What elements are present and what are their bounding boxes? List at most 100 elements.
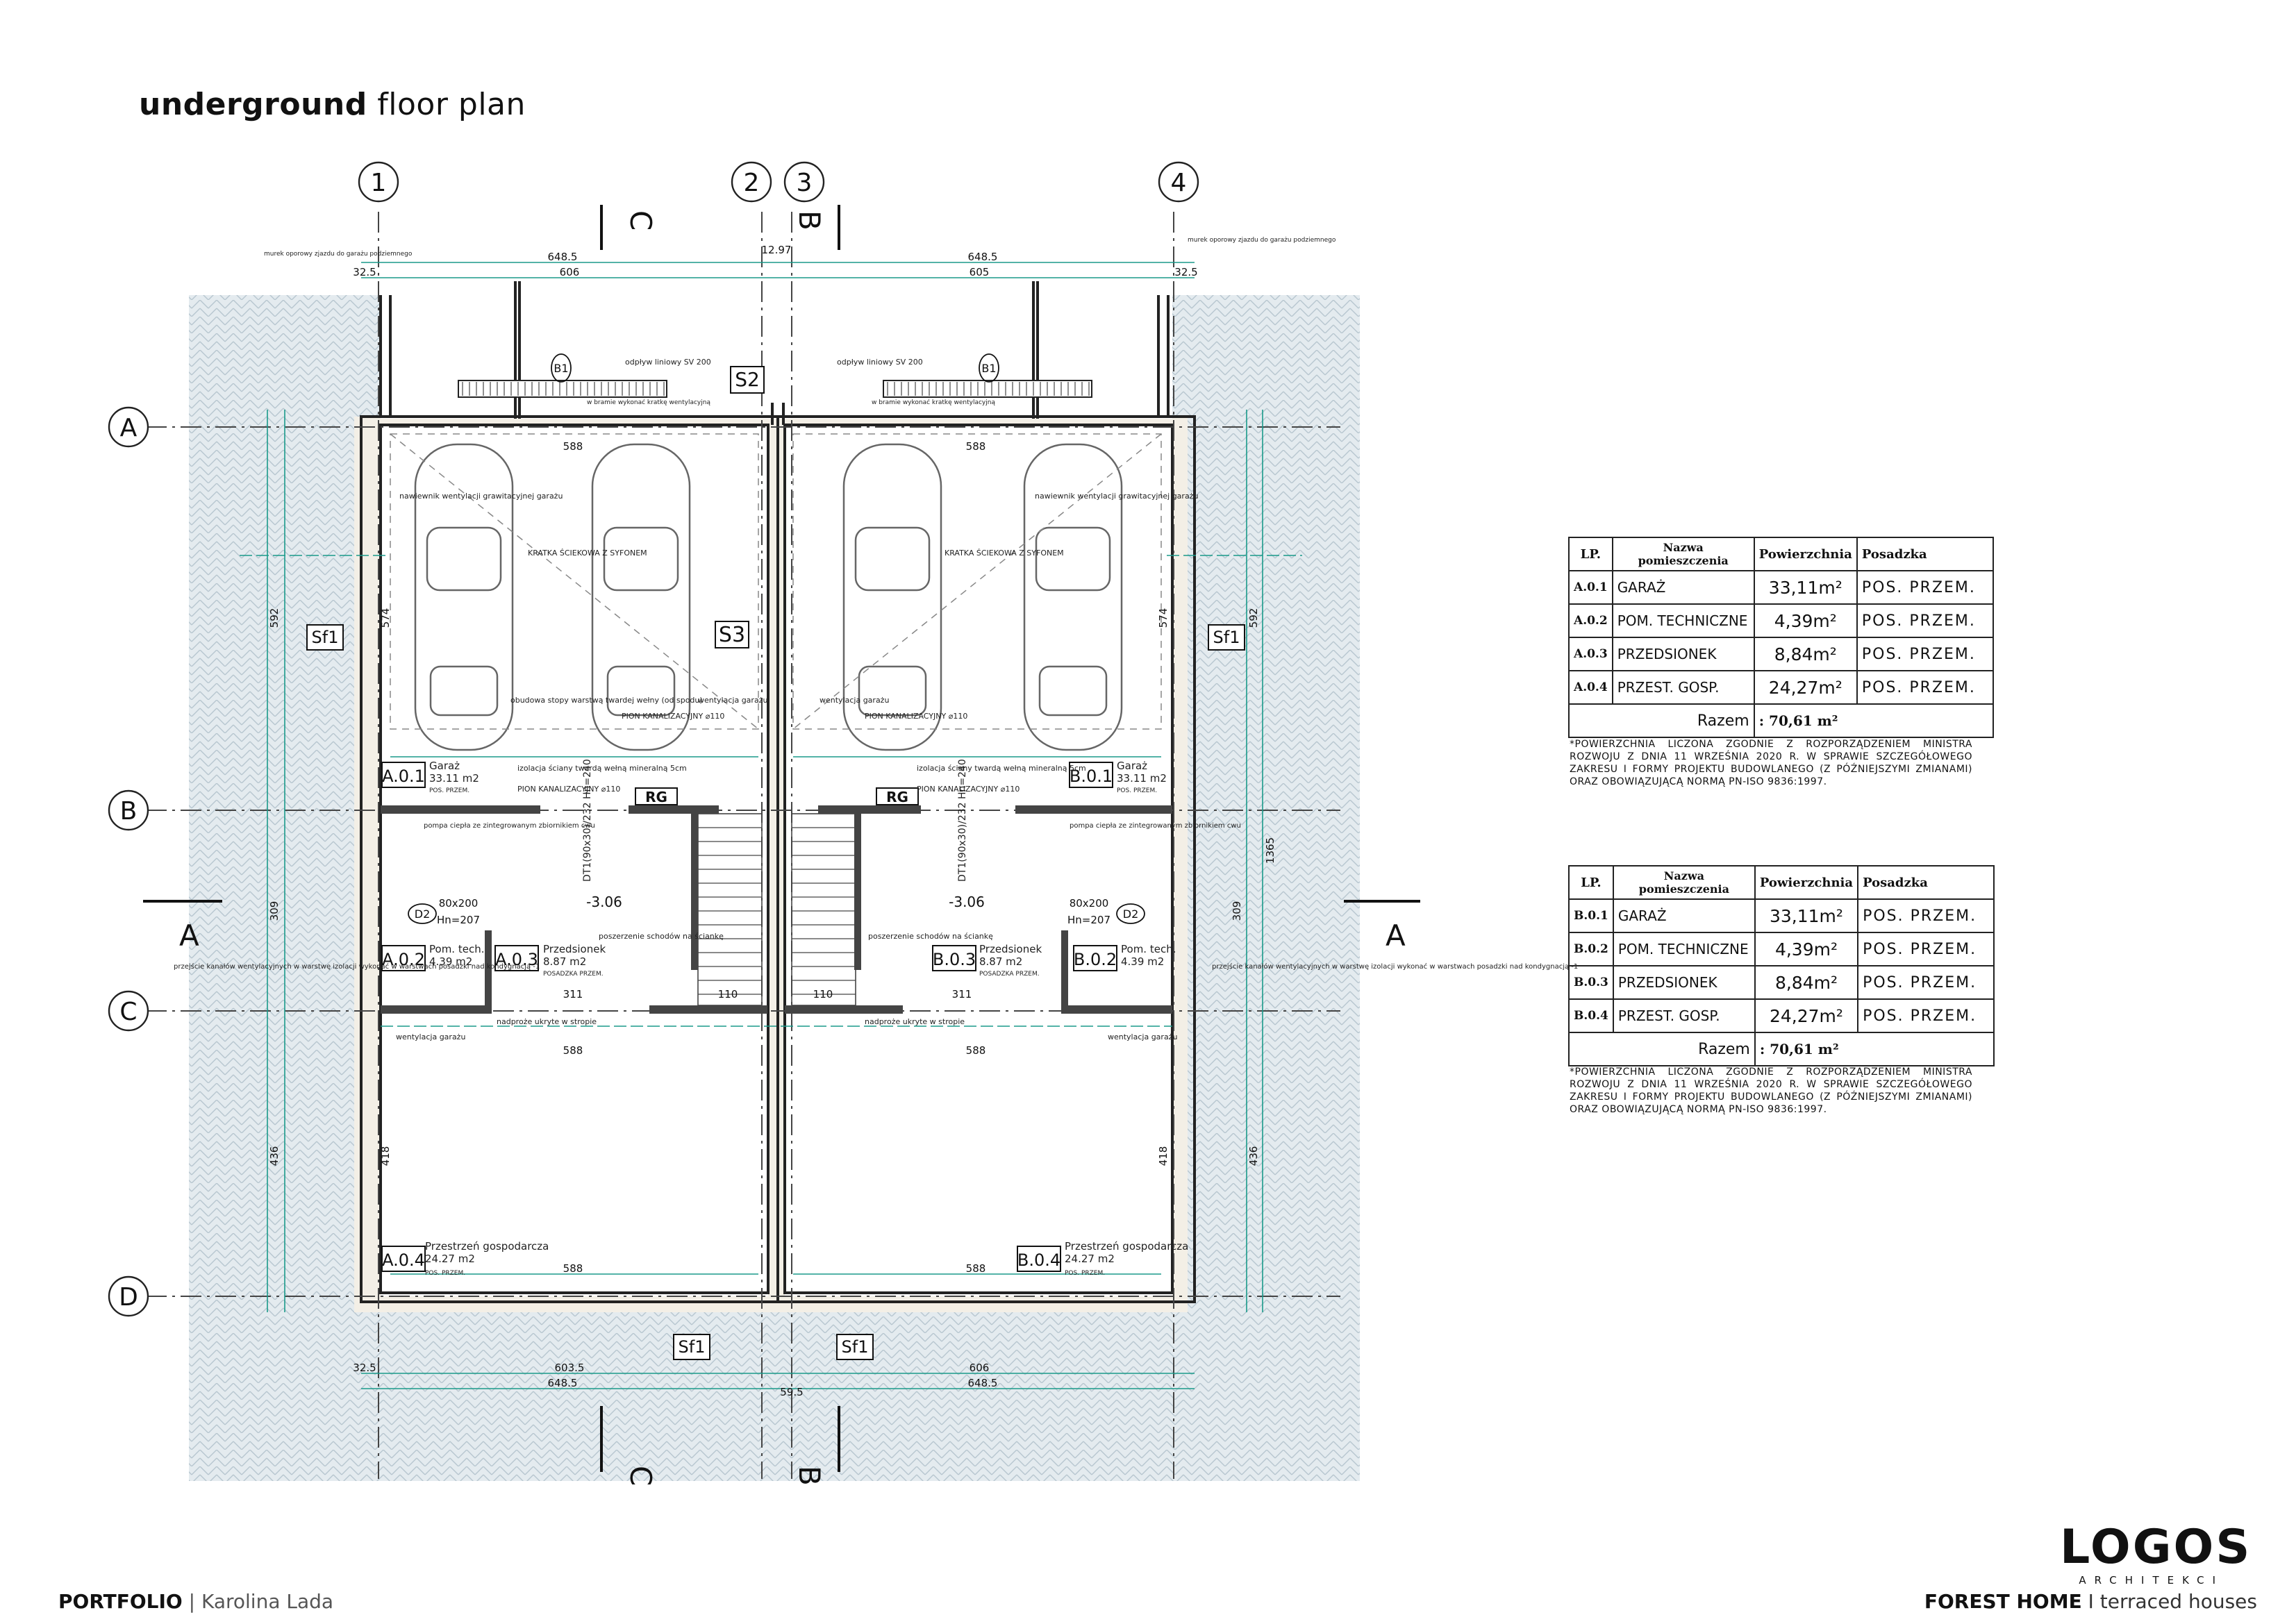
drain-hatch bbox=[462, 382, 1090, 396]
footer-right: FOREST HOME I terraced houses bbox=[1924, 1590, 2257, 1613]
room-b03-name: Przedsionek bbox=[979, 943, 1042, 955]
dimension-labels: 648.5 648.5 606 605 12.97 32.5 32.5 603.… bbox=[268, 244, 1276, 1398]
room-code-b03: B.0.3 bbox=[933, 950, 976, 969]
row-floor: POS. PRZEM. bbox=[1856, 570, 1994, 605]
row-floor: POS. PRZEM. bbox=[1857, 998, 1995, 1033]
room-a04-area: 24.27 m2 bbox=[425, 1253, 475, 1265]
room-a02-area: 4.39 m2 bbox=[429, 955, 472, 968]
tag-sf1-right-box bbox=[1208, 624, 1245, 651]
row-floor: POS. PRZEM. bbox=[1857, 898, 1995, 933]
logo-main-text: LOGOS bbox=[2060, 1520, 2252, 1575]
axis-bubbles bbox=[108, 161, 1199, 1317]
row-floor: POS. PRZEM. bbox=[1856, 603, 1994, 638]
unit-a-interior bbox=[381, 425, 768, 1296]
note-kratka-b: KRATKA ŚCIEKOWA Z SYFONEM bbox=[945, 549, 1064, 558]
tag-texts: Sf1 Sf1 Sf1 Sf1 S2 S3 RG RG A.0.1 B.0.1 … bbox=[312, 368, 1240, 1357]
note-przejscie-a: przejście kanałów wentylacyjnych w warst… bbox=[174, 962, 540, 971]
note-brama-b: w bramie wykonać kratkę wentylacyjną bbox=[872, 399, 995, 406]
tag-rg-a: RG bbox=[645, 789, 667, 805]
note-stairs-a: DT1(90x30)/232 Hn=240 bbox=[582, 759, 593, 882]
unit-b-outline bbox=[776, 415, 1196, 1303]
stair-wall-right bbox=[854, 814, 861, 970]
table-row: B.0.2 POM. TECHNICZNE 4,39m² POS. PRZEM. bbox=[1568, 932, 1995, 966]
dim-hall-b: 311 bbox=[952, 988, 972, 1001]
room-code-a02-box bbox=[381, 945, 426, 971]
room-labels: Garaż 33.11 m2 POS. PRZEM. Garaż 33.11 m… bbox=[425, 760, 1188, 1277]
section-lines bbox=[143, 205, 1420, 1472]
room-b03-floor: POSADZKA PRZEM. bbox=[979, 971, 1040, 978]
stair-wall-left bbox=[691, 814, 698, 970]
car-a1-rear bbox=[429, 665, 499, 717]
axis-4-label: 4 bbox=[1171, 169, 1187, 197]
footer-left: PORTFOLIO | Karolina Lada bbox=[58, 1590, 333, 1613]
note-izolacja-b: izolacja ściany twardą wełną mineralną 5… bbox=[917, 764, 1086, 773]
footer-right-bold: FOREST HOME bbox=[1924, 1590, 2082, 1613]
note-pompa-b: pompa ciepła ze zintegrowanym zbiornikie… bbox=[1070, 822, 1241, 830]
linear-drains bbox=[458, 380, 1092, 398]
axis-1-label: 1 bbox=[371, 169, 387, 197]
table-header-floor: Posadzka bbox=[1857, 865, 1995, 900]
room-b02-name: Pom. tech. bbox=[1121, 943, 1176, 955]
car-a1-windshield bbox=[426, 526, 502, 592]
row-floor: POS. PRZEM. bbox=[1857, 932, 1995, 966]
table-row: B.0.1 GARAŻ 33,11m² POS. PRZEM. bbox=[1568, 898, 1995, 933]
room-table-b: LP. Nazwa pomieszczenia Powierzchnia Pos… bbox=[1568, 865, 1995, 1066]
car-b2-rear bbox=[1038, 665, 1108, 717]
row-area: 8,84m² bbox=[1754, 965, 1859, 1000]
table-row: B.0.3 PRZEDSIONEK 8,84m² POS. PRZEM. bbox=[1568, 965, 1995, 1000]
table-header-area: Powierzchnia bbox=[1753, 537, 1858, 571]
dim-inner-418-a: 418 bbox=[379, 1146, 392, 1166]
wall-c-left-2 bbox=[649, 1005, 767, 1014]
b1-tag-a: B1 bbox=[554, 362, 568, 375]
room-a03-name: Przedsionek bbox=[543, 943, 606, 955]
axis-A-label: A bbox=[120, 414, 138, 442]
door-tag-b-outline bbox=[1116, 903, 1145, 924]
slab-a-diag bbox=[390, 433, 759, 730]
row-area: 33,11m² bbox=[1753, 570, 1858, 605]
row-floor: POS. PRZEM. bbox=[1856, 670, 1994, 705]
table-header-name: Nazwa pomieszczenia bbox=[1612, 865, 1756, 900]
dim-tail: 59.5 bbox=[780, 1386, 803, 1398]
b1-tag-b: B1 bbox=[981, 362, 996, 375]
stair-treads bbox=[698, 827, 856, 995]
plan-notes: murek oporowy zjazdu do garażu podziemne… bbox=[174, 237, 1578, 1041]
note-nawiewnik-a: nawiewnik wentylacji grawitacyjnej garaż… bbox=[399, 492, 563, 501]
car-b1-windshield bbox=[854, 526, 931, 592]
row-name: POM. TECHNICZNE bbox=[1611, 603, 1755, 638]
note-nadproze-a: nadproże ukryte w stropie bbox=[497, 1017, 597, 1026]
room-a04-name: Przestrzeń gospodarcza bbox=[425, 1240, 549, 1253]
axis-B-label: B bbox=[120, 797, 138, 826]
room-code-b04-box bbox=[1017, 1246, 1061, 1272]
note-odplyw-a: odpływ liniowy SV 200 bbox=[625, 358, 711, 367]
section-a-left-label: A bbox=[179, 919, 199, 953]
room-code-b02-box bbox=[1073, 945, 1117, 971]
table-row: A.0.4 PRZEST. GOSP. 24,27m² POS. PRZEM. bbox=[1568, 670, 1994, 705]
dim-bottom-total-b: 648.5 bbox=[968, 1377, 998, 1389]
logos-logo: LOGOS ARCHITEKCI bbox=[2060, 1520, 2252, 1587]
axis-3-label: 3 bbox=[797, 169, 813, 197]
row-floor: POS. PRZEM. bbox=[1857, 965, 1995, 1000]
room-a01-floor: POS. PRZEM. bbox=[429, 787, 469, 794]
room-a01-area: 33.11 m2 bbox=[429, 772, 479, 785]
axis-3-circle bbox=[783, 161, 825, 203]
row-name: GARAŻ bbox=[1611, 570, 1755, 605]
note-kratka-a: KRATKA ŚCIEKOWA Z SYFONEM bbox=[528, 549, 647, 558]
note-brama-a: w bramie wykonać kratkę wentylacyjną bbox=[587, 399, 710, 406]
axis-A-circle bbox=[108, 406, 149, 448]
dim-inner-574-a: 574 bbox=[379, 608, 392, 628]
room-b01-area: 33.11 m2 bbox=[1117, 772, 1167, 785]
note-pion-b2: PION KANALIZACYJNY ⌀110 bbox=[917, 785, 1020, 794]
note-wentylacja-b: wentylacja garażu bbox=[820, 696, 889, 705]
row-lp: A.0.4 bbox=[1568, 670, 1613, 705]
tag-rg-a-box bbox=[635, 787, 678, 805]
note-murek-a: murek oporowy zjazdu do garażu podziemne… bbox=[264, 251, 413, 258]
dim-inner-574-b: 574 bbox=[1157, 608, 1170, 628]
dim-top-gap: 12.97 bbox=[762, 244, 792, 256]
table-total-row: Razem : 70,61 m² bbox=[1568, 1032, 1995, 1066]
row-name: PRZEST. GOSP. bbox=[1611, 670, 1755, 705]
dim-top-inner-b: 605 bbox=[970, 266, 990, 278]
tag-sf1-bottom-a-box bbox=[673, 1334, 710, 1360]
axis-labels: 1 2 3 4 A B C D bbox=[119, 169, 1186, 1312]
row-name: PRZEST. GOSP. bbox=[1612, 998, 1756, 1033]
